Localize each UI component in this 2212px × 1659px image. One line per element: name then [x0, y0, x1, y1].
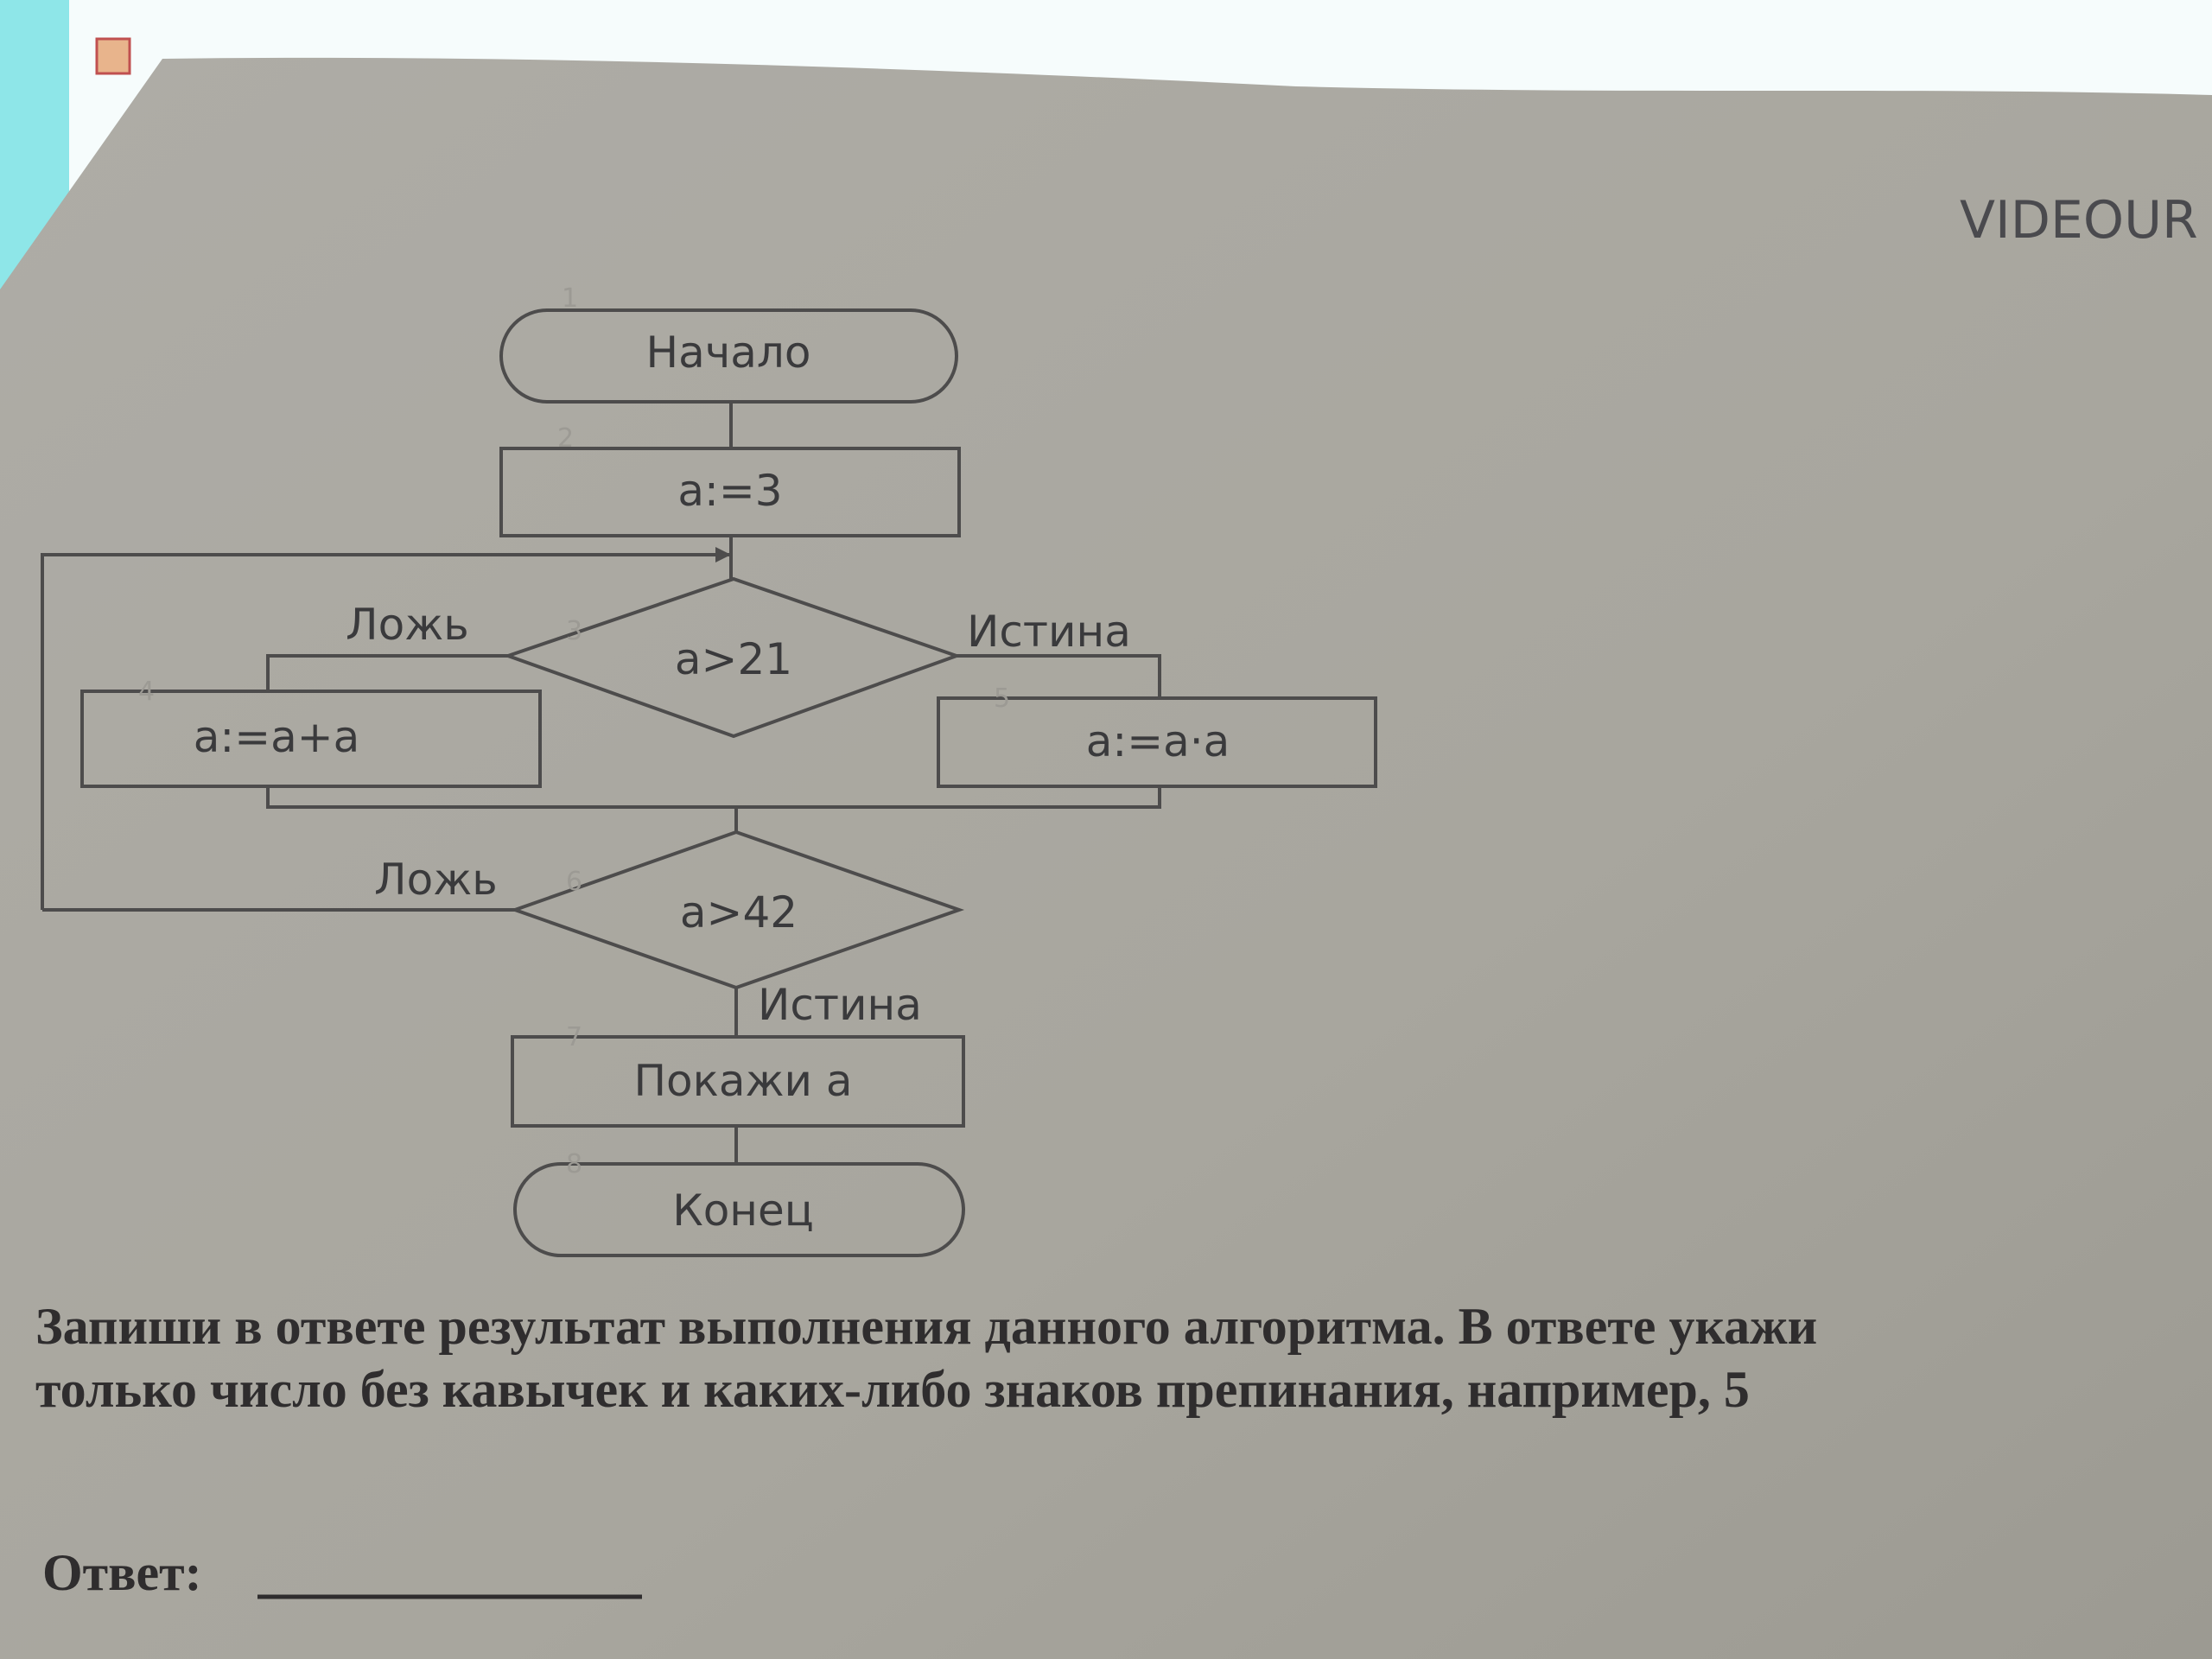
answer-label: Ответ: — [42, 1544, 202, 1601]
window-icon — [95, 37, 131, 75]
flowchart: 1 Начало 2 a:=3 3 a>21 Ложь Истина 4 a:=… — [41, 283, 1377, 1257]
condition-label-1: a>21 — [675, 634, 792, 684]
output-block — [511, 1035, 965, 1128]
condition-diamond-1 — [502, 576, 963, 739]
block-number: 3 — [566, 616, 582, 646]
end-label: Конец — [672, 1185, 814, 1236]
false-label-2: Ложь — [374, 855, 498, 905]
false-label-1: Ложь — [346, 600, 469, 650]
end-terminal — [513, 1162, 965, 1257]
start-label: Начало — [646, 327, 811, 378]
arrow-head-icon — [715, 547, 731, 563]
condition-label-2: a>42 — [680, 887, 798, 938]
true-label-1: Истина — [967, 607, 1131, 657]
connector-false-1 — [266, 654, 508, 691]
merge-line — [266, 786, 1161, 809]
block-number: 7 — [566, 1022, 582, 1052]
square-block — [937, 696, 1377, 788]
block-number: 5 — [994, 683, 1010, 714]
question-line-1: Запиши в ответе результат выполнения дан… — [35, 1298, 1817, 1355]
start-terminal — [499, 308, 958, 404]
block-number: 2 — [557, 423, 574, 454]
block-number: 4 — [138, 677, 155, 707]
double-label: a:=a+a — [194, 712, 360, 762]
loop-back-line — [41, 553, 731, 910]
paper-sheet — [0, 57, 2212, 1659]
condition-diamond-2 — [509, 830, 965, 990]
block-number: 6 — [566, 867, 582, 897]
block-number: 1 — [562, 283, 578, 314]
block-number: 8 — [566, 1149, 582, 1179]
double-block — [80, 690, 542, 788]
question-line-2: только число без кавычек и каких-либо зн… — [35, 1361, 1750, 1418]
assign-block — [499, 447, 961, 537]
brand-text: VIDEOUR — [1960, 190, 2198, 251]
square-label: a:=a·a — [1086, 716, 1230, 766]
question-block: Запиши в ответе результат выполнения дан… — [35, 1298, 1817, 1601]
output-label: Покажи a — [633, 1056, 852, 1106]
assign-label: a:=3 — [677, 466, 782, 516]
true-label-2: Истина — [758, 980, 922, 1030]
connector-true-1 — [957, 654, 1161, 698]
